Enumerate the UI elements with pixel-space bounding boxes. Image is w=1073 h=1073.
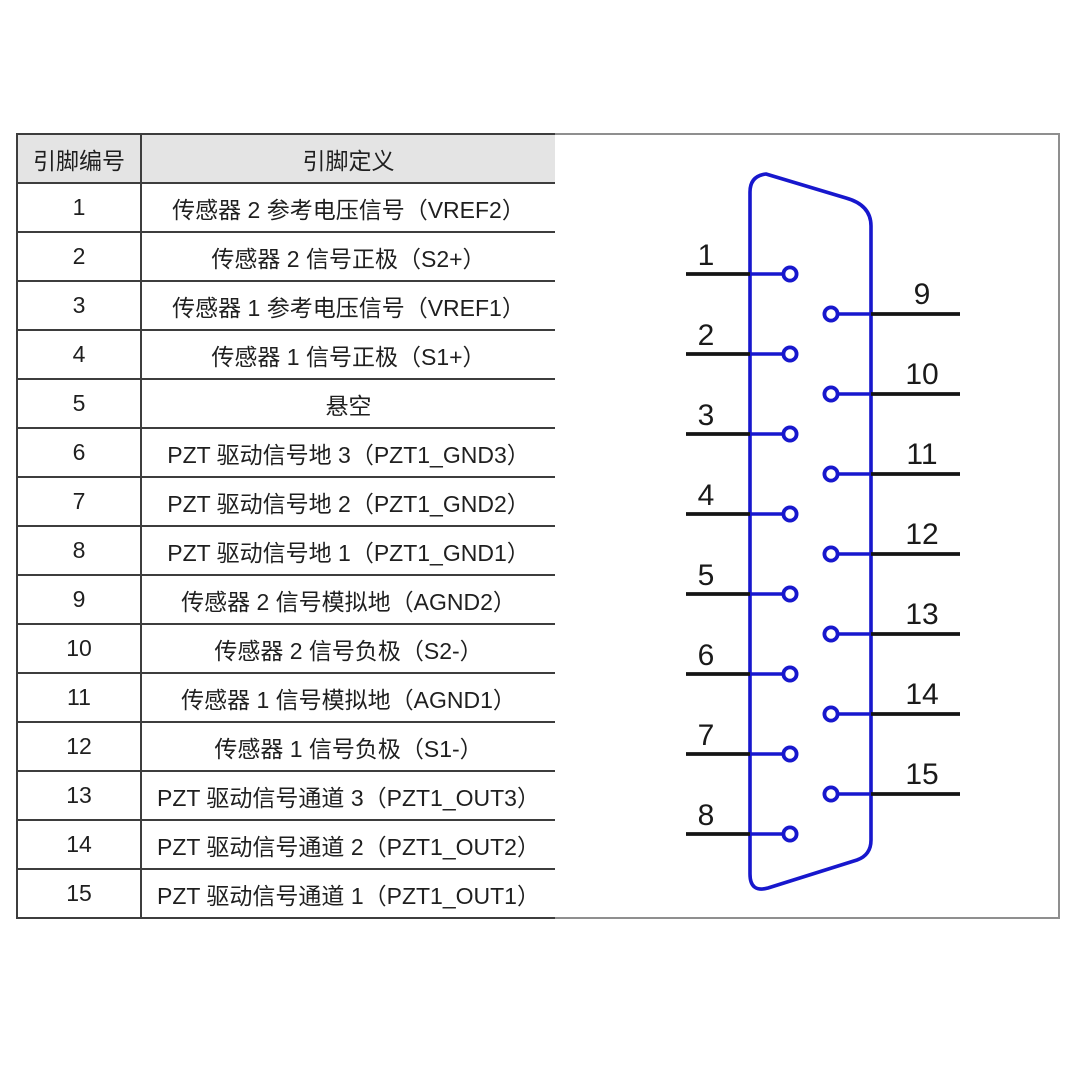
pin-definition-cell: PZT 驱动信号通道 3（PZT1_OUT3）: [140, 770, 557, 821]
pin-number-label: 3: [698, 399, 715, 432]
pin-hole: [781, 505, 799, 523]
pin-number-label: 13: [905, 598, 938, 631]
pin-definition-cell: 传感器 1 参考电压信号（VREF1）: [140, 280, 557, 331]
pin-number-label: 4: [698, 479, 715, 512]
pin-number-cell: 13: [16, 770, 142, 821]
pin-hole: [822, 785, 840, 803]
pin-hole: [822, 705, 840, 723]
pin-number-label: 2: [698, 319, 715, 352]
pin-number-cell: 5: [16, 378, 142, 429]
pin-number-label: 9: [914, 278, 931, 311]
pin-number-label: 15: [905, 758, 938, 791]
pin-number-cell: 2: [16, 231, 142, 282]
table-header-row: 引脚编号 引脚定义: [16, 133, 557, 184]
pin-number-cell: 9: [16, 574, 142, 625]
pin-hole: [781, 745, 799, 763]
pin-number-cell: 1: [16, 182, 142, 233]
pin-number-label: 11: [906, 438, 937, 471]
pin-definition-cell: 传感器 2 信号模拟地（AGND2）: [140, 574, 557, 625]
pin-number-cell: 8: [16, 525, 142, 576]
pin-definition-cell: 传感器 2 参考电压信号（VREF2）: [140, 182, 557, 233]
pin-definition-cell: 传感器 1 信号模拟地（AGND1）: [140, 672, 557, 723]
pin-definition-cell: 传感器 1 信号正极（S1+）: [140, 329, 557, 380]
header-pin-definition: 引脚定义: [140, 133, 557, 184]
pin-number-cell: 15: [16, 868, 142, 919]
pin-hole: [822, 305, 840, 323]
connector-outline: [748, 172, 873, 891]
pin-definition-cell: PZT 驱动信号地 3（PZT1_GND3）: [140, 427, 557, 478]
pin-definition-cell: 传感器 2 信号正极（S2+）: [140, 231, 557, 282]
pin-hole: [781, 825, 799, 843]
pin-number-cell: 7: [16, 476, 142, 527]
pin-hole: [822, 625, 840, 643]
pin-definition-cell: 传感器 1 信号负极（S1-）: [140, 721, 557, 772]
pin-definition-cell: PZT 驱动信号通道 2（PZT1_OUT2）: [140, 819, 557, 870]
pin-hole: [781, 665, 799, 683]
pin-number-label: 12: [905, 518, 938, 551]
pin-number-label: 8: [698, 799, 715, 832]
header-pin-number: 引脚编号: [16, 133, 142, 184]
pin-number-label: 1: [698, 239, 715, 272]
pin-definition-cell: PZT 驱动信号地 1（PZT1_GND1）: [140, 525, 557, 576]
pin-hole: [822, 545, 840, 563]
pin-definition-cell: 传感器 2 信号负极（S2-）: [140, 623, 557, 674]
pin-number-cell: 4: [16, 329, 142, 380]
pin-number-label: 7: [698, 719, 715, 752]
pin-number-label: 10: [905, 358, 938, 391]
pin-number-cell: 6: [16, 427, 142, 478]
pin-number-cell: 12: [16, 721, 142, 772]
pin-definition-cell: PZT 驱动信号地 2（PZT1_GND2）: [140, 476, 557, 527]
pin-hole: [822, 465, 840, 483]
pin-definition-cell: PZT 驱动信号通道 1（PZT1_OUT1）: [140, 868, 557, 919]
pin-number-cell: 11: [16, 672, 142, 723]
pin-hole: [781, 265, 799, 283]
pin-number-cell: 14: [16, 819, 142, 870]
pin-hole: [781, 585, 799, 603]
pin-hole: [822, 385, 840, 403]
pin-hole: [781, 425, 799, 443]
pin-definition-cell: 悬空: [140, 378, 557, 429]
pin-number-label: 5: [698, 559, 715, 592]
pin-hole: [781, 345, 799, 363]
pin-number-label: 6: [698, 639, 715, 672]
pin-number-label: 14: [905, 678, 938, 711]
pin-number-cell: 3: [16, 280, 142, 331]
pin-number-cell: 10: [16, 623, 142, 674]
